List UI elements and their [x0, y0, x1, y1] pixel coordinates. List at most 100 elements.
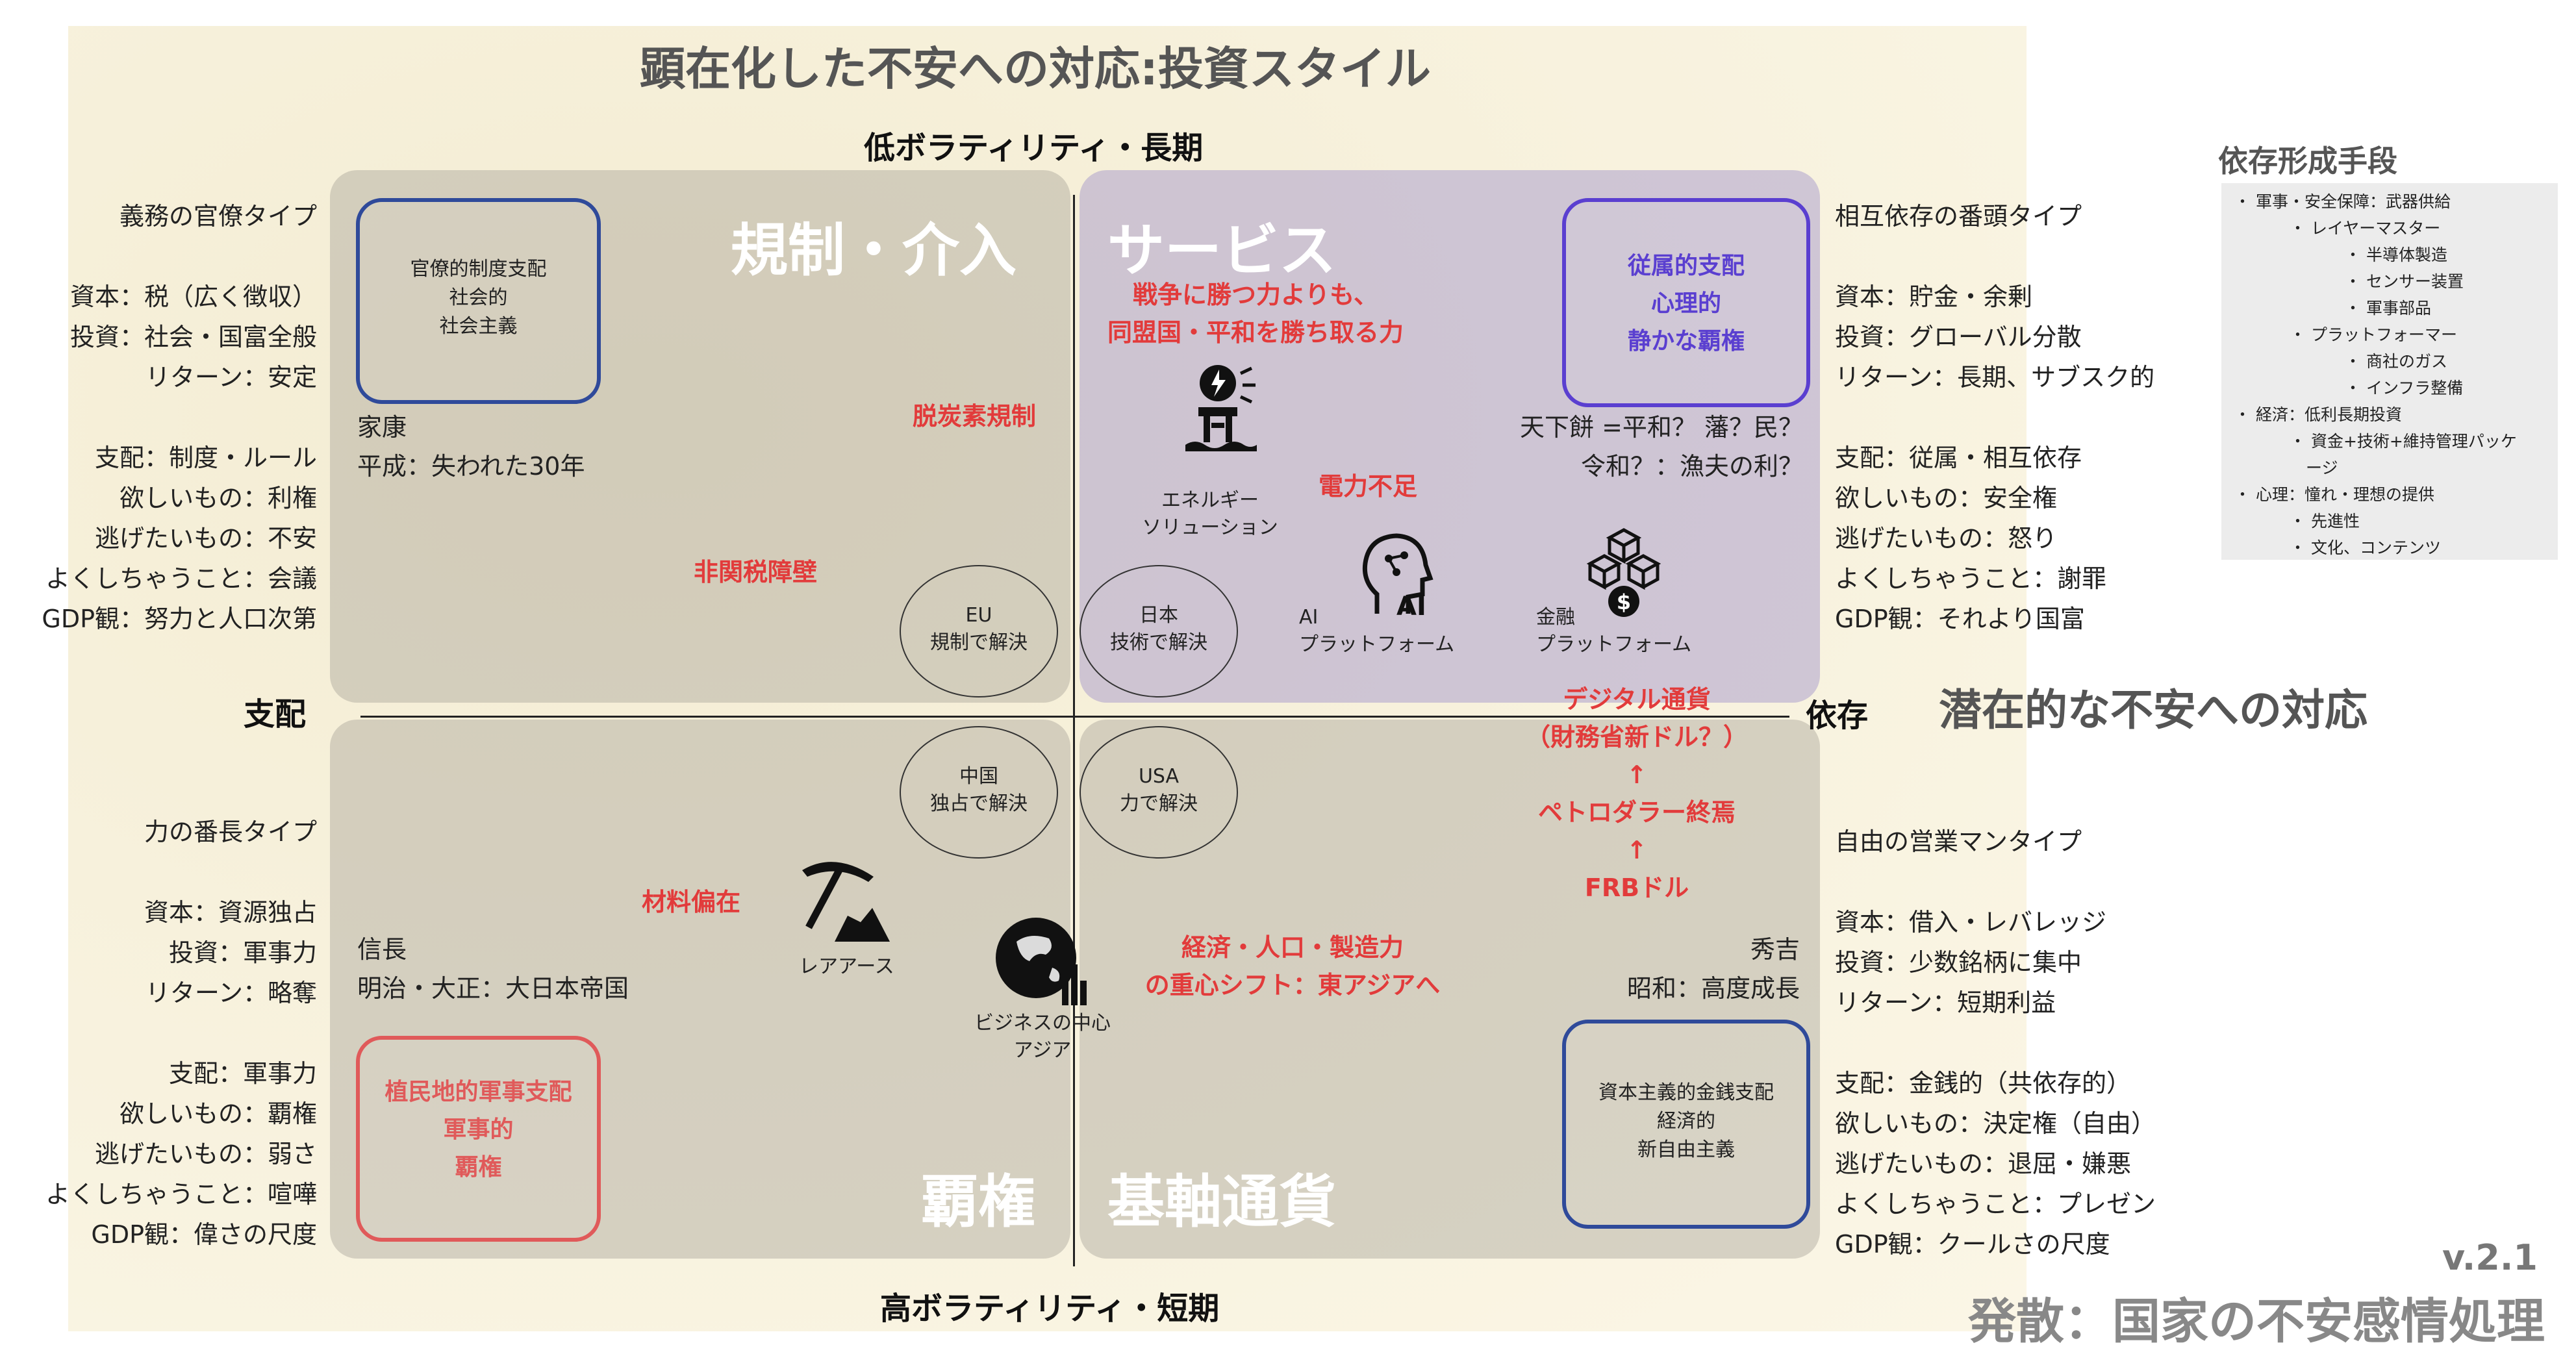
profile-line: 欲しいもの：安全権	[1835, 484, 2058, 512]
note-material-imbalance: 材料偏在	[642, 888, 741, 916]
right-bottom-profile: 自由の営業マンタイプ 資本：借入・レバレッジ 投資：少数銘柄に集中 リターン：短…	[1835, 822, 2156, 1264]
label-line: 金融	[1536, 606, 1575, 629]
label-tenka: 天下餅 =平和？ 藩？民？ 令和？：漁夫の利？	[1520, 408, 1803, 486]
profile-line	[1835, 397, 2154, 438]
bottom-subtitle: 発散：国家の不安感情処理	[1968, 1294, 2545, 1350]
right-title: 潜在的な不安への対応	[1939, 685, 2368, 735]
label-ai: AI プラットフォーム	[1299, 604, 1454, 659]
legend-item: ・ 心理：憧れ・理想の提供	[2234, 485, 2434, 504]
pickaxe-rare-earth-icon	[802, 862, 890, 942]
profile-line	[1835, 862, 2156, 902]
legend-item: ・ 先進性	[2290, 512, 2360, 531]
profile-line: リターン：略奪	[145, 979, 317, 1007]
profile-line: 相互依存の番頭タイプ	[1835, 202, 2082, 231]
profile-line: リターン：短期利益	[1835, 988, 2056, 1017]
oil-rig-energy-icon	[1185, 365, 1257, 451]
globe-asia-icon	[996, 918, 1087, 1005]
profile-line: 力の番長タイプ	[144, 818, 317, 846]
quadrant-label-reserve-currency: 基軸通貨	[1107, 1168, 1337, 1235]
label-line: エネルギー	[1161, 489, 1259, 512]
label-ieyasu: 家康 平成：失われた30年	[357, 408, 585, 486]
label-line: ビジネスの中心	[974, 1012, 1111, 1035]
profile-line: 欲しいもの：決定権（自由）	[1835, 1109, 2156, 1138]
profile-line: 支配：従属・相互依存	[1835, 444, 2082, 472]
legend-title: 依存形成手段	[2218, 144, 2397, 179]
note-line: 同盟国・平和を勝ち取る力	[1107, 318, 1404, 347]
profile-line	[1835, 236, 2154, 277]
note-arrow: ↑	[1626, 836, 1647, 864]
box-line: 社会的	[449, 286, 508, 309]
label-line: レアアース	[799, 955, 894, 978]
note-power-shortage: 電力不足	[1319, 472, 1418, 501]
box-line: 従属的支配	[1627, 253, 1745, 279]
box-line: 覇権	[455, 1154, 502, 1181]
circle-china: 中国 独占で解決	[900, 726, 1058, 859]
page-title: 顕在化した不安への対応:投資スタイル	[640, 42, 1431, 95]
profile-line	[1835, 1023, 2156, 1063]
box-line: 植民地的軍事支配	[385, 1079, 572, 1105]
box-line: 官僚的制度支配	[410, 258, 547, 281]
profile-line: 投資：社会・国富全般	[69, 323, 317, 351]
profile-line: 資本：資源独占	[144, 898, 317, 927]
label-line: 平成：失われた30年	[357, 452, 585, 481]
box-dependent-control: 従属的支配 心理的 静かな覇権	[1562, 198, 1810, 407]
profile-line: GDP観：それより国富	[1835, 605, 2085, 633]
note-shift-east-asia: 経済・人口・製造力 の重心シフト：東アジアへ	[1111, 929, 1474, 1004]
legend-item: ・ 文化、コンテンツ	[2290, 538, 2441, 557]
profile-line: 欲しいもの：利権	[119, 484, 317, 512]
label-line: 天下餅 =平和？ 藩？民？	[1520, 413, 1803, 442]
label-business-center: ビジネスの中心 アジア	[961, 1010, 1124, 1064]
legend-item: ・ インフラ整備	[2345, 379, 2464, 397]
quadrant-label-regulation: 規制・介入	[731, 217, 1017, 284]
label-line: 家康	[357, 413, 407, 442]
left-top-profile: 義務の官僚タイプ 資本：税（広く徴収） 投資：社会・国富全般 リターン：安定 支…	[42, 196, 317, 639]
legend-item: ・ 経済：低利長期投資	[2234, 405, 2402, 424]
legend-item: ・ センサー装置	[2345, 272, 2464, 291]
profile-line: 逃げたいもの：不安	[94, 524, 317, 553]
label-line: AI	[1299, 606, 1319, 629]
quadrant-label-service: サービス	[1107, 217, 1337, 284]
profile-line: 投資：グローバル分散	[1835, 323, 2082, 351]
profile-line	[42, 236, 317, 277]
profile-line: 義務の官僚タイプ	[119, 202, 317, 231]
note-non-tariff: 非関税障壁	[694, 558, 818, 586]
note-line: 戦争に勝つ力よりも、	[1132, 281, 1379, 309]
left-bottom-profile: 力の番長タイプ 資本：資源独占 投資：軍事力 リターン：略奪 支配：軍事力 欲し…	[45, 812, 317, 1255]
box-line: 静かな覇権	[1627, 328, 1745, 355]
axis-top-label: 低ボラティリティ・長期	[864, 130, 1204, 166]
legend-panel: ・ 軍事・安全保障：武器供給 ・ レイヤーマスター ・ 半導体製造 ・ センサー…	[2221, 183, 2558, 560]
profile-line: 逃げたいもの：怒り	[1835, 524, 2058, 553]
note-line: デジタル通貨	[1563, 685, 1711, 714]
profile-line: リターン：安定	[145, 363, 317, 392]
label-energy: エネルギー ソリューション	[1129, 487, 1291, 542]
box-line: 心理的	[1650, 290, 1721, 317]
label-line: 昭和：高度成長	[1626, 974, 1800, 1003]
horizontal-axis	[360, 716, 1789, 718]
profile-line: 資本：税（広く徴収）	[69, 282, 317, 311]
vertical-axis	[1073, 195, 1075, 1266]
circle-line: 力で解決	[1120, 792, 1198, 815]
profile-line: 逃げたいもの：退屈・嫌悪	[1835, 1149, 2132, 1178]
svg-text:$: $	[1617, 590, 1631, 614]
profile-line: 資本：貯金・余剰	[1835, 282, 2033, 311]
box-line: 社会主義	[439, 315, 518, 338]
legend-item: ージ	[2306, 458, 2338, 477]
profile-line	[45, 852, 317, 892]
label-line: アジア	[1013, 1039, 1072, 1062]
profile-line: 投資：少数銘柄に集中	[1835, 948, 2082, 977]
box-colonial-military-control: 植民地的軍事支配 軍事的 覇権	[356, 1036, 601, 1242]
note-line: の重心シフト：東アジアへ	[1144, 971, 1441, 999]
note-arrow: ↑	[1626, 760, 1647, 789]
label-finance: 金融 プラットフォーム	[1536, 604, 1691, 659]
profile-line: 資本：借入・レバレッジ	[1835, 908, 2107, 936]
label-line: 明治・大正：大日本帝国	[357, 974, 629, 1003]
svg-text:AI: AI	[1396, 592, 1426, 620]
ai-head-icon: AI	[1362, 533, 1433, 620]
profile-line	[42, 397, 317, 438]
profile-line: GDP観：クールさの尺度	[1835, 1230, 2110, 1259]
box-line: 資本主義的金銭支配	[1598, 1081, 1774, 1104]
axis-right-label: 依存	[1806, 697, 1869, 734]
profile-line: 支配：制度・ルール	[94, 444, 317, 472]
axis-bottom-label: 高ボラティリティ・短期	[880, 1290, 1220, 1327]
note-line: FRBドル	[1584, 873, 1689, 902]
